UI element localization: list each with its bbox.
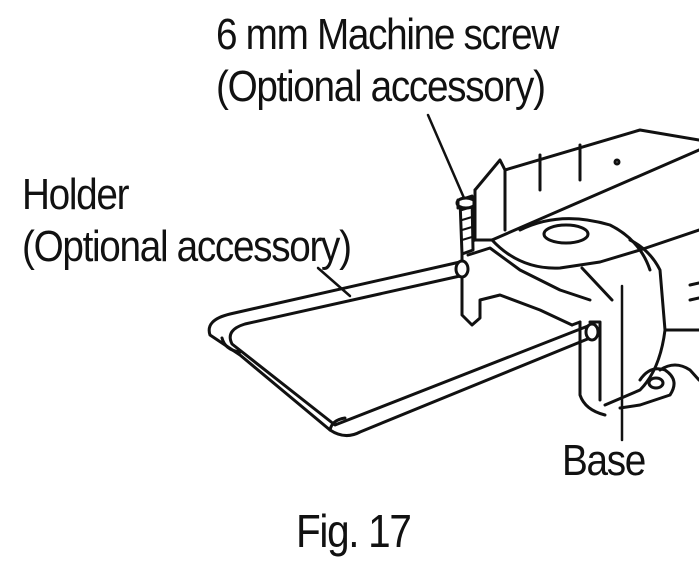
machine-screw [455, 194, 477, 256]
screw-label-line2: (Optional accessory) [216, 62, 546, 111]
leader-lines [316, 113, 624, 442]
saw-base [490, 128, 699, 417]
figure-caption: Fig. 17 [296, 505, 412, 557]
screw-label-line1: 6 mm Machine screw [216, 10, 559, 59]
base-label: Base [562, 436, 646, 485]
holder-label-line1: Holder [22, 170, 129, 219]
holder-wire [207, 259, 600, 437]
holder-label-line2: (Optional accessory) [22, 222, 352, 271]
